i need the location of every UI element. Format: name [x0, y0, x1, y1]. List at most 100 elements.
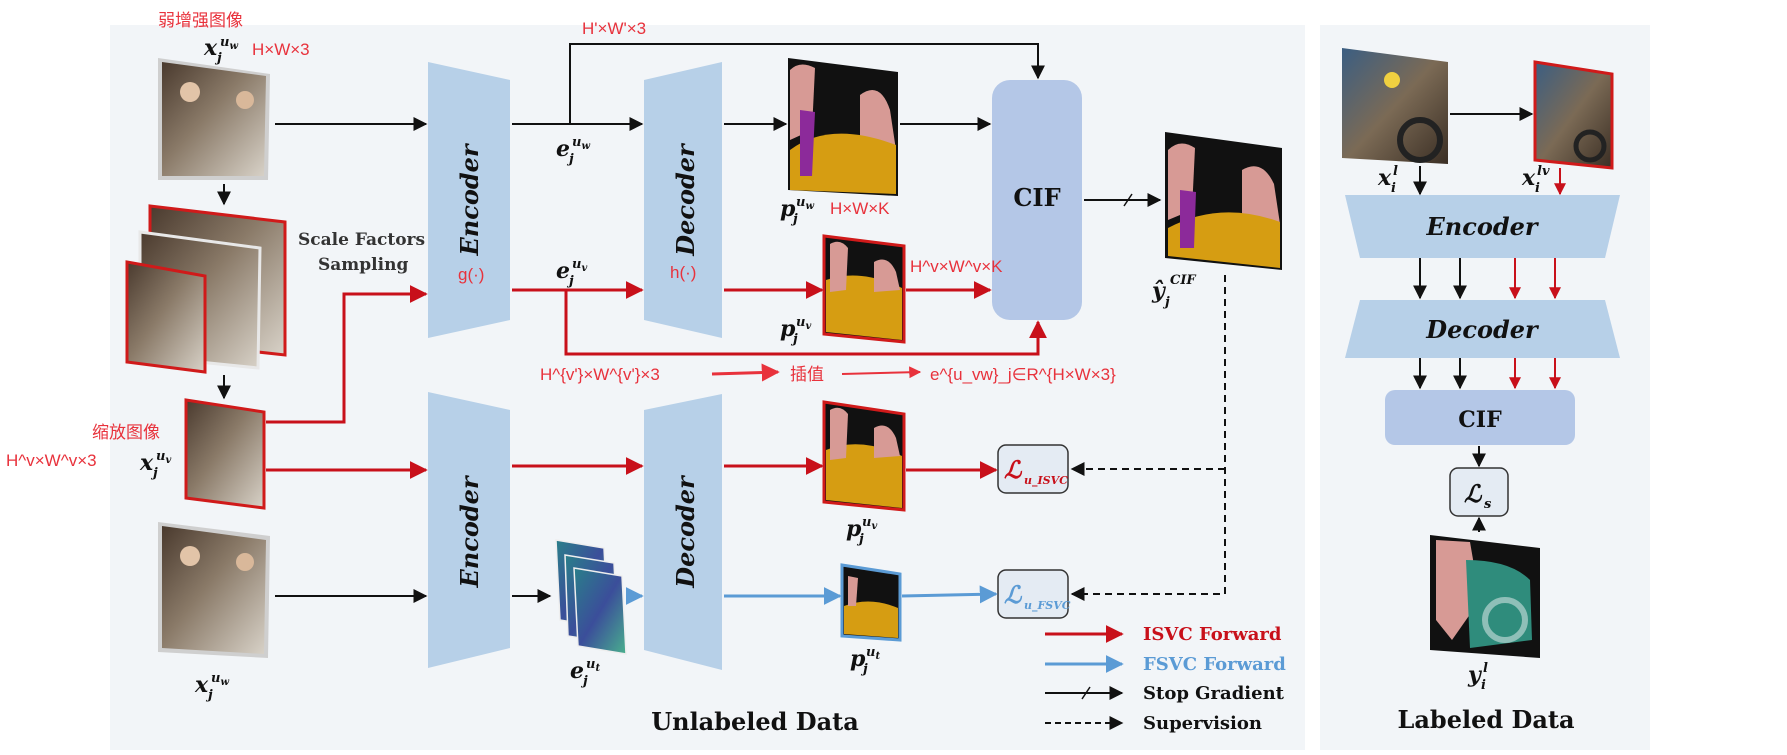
svg-text:j: j — [790, 332, 798, 347]
svg-text:x: x — [1377, 165, 1392, 191]
weak-image-label: 弱增强图像 — [158, 11, 243, 30]
pred-weak-dims: H×W×K — [830, 199, 890, 218]
math-p-ut: p jut — [850, 645, 880, 677]
svg-text:j: j — [205, 688, 213, 703]
labeled-encoder-label: Encoder — [1425, 212, 1539, 241]
svg-text:ℒ: ℒ — [1004, 455, 1023, 484]
scaled-image-label: 缩放图像 — [92, 423, 160, 442]
svg-text:l: l — [1393, 164, 1398, 179]
svg-text:x: x — [203, 35, 218, 61]
decoder-bottom-label: Decoder — [671, 474, 700, 589]
svg-text:i: i — [1391, 181, 1396, 196]
encoder-top-label: Encoder — [455, 142, 484, 256]
svg-text:u_FSVC: u_FSVC — [1024, 599, 1071, 613]
encoder-block-bottom — [428, 392, 510, 668]
svg-text:j: j — [214, 51, 222, 66]
svg-text:i: i — [1535, 181, 1540, 196]
labeled-cif-label: CIF — [1458, 407, 1502, 433]
math-p-uw: p juw — [780, 195, 814, 227]
cif-block-top — [992, 80, 1082, 320]
pred-scaled-dims: H^v×W^v×K — [910, 257, 1003, 276]
interp-arrow-1 — [711, 363, 780, 382]
svg-text:j: j — [566, 152, 574, 167]
math-x-l: x il — [1377, 164, 1398, 196]
svg-text:p: p — [780, 196, 796, 222]
loss-fsvc-symbol: ℒ u_FSVC — [1004, 580, 1071, 613]
loss-s-symbol: ℒ s — [1464, 479, 1492, 512]
svg-text:x: x — [194, 672, 209, 698]
svg-text:ŷ: ŷ — [1151, 278, 1167, 304]
unlabeled-panel-title: Unlabeled Data — [651, 707, 859, 736]
svg-text:x: x — [1521, 165, 1536, 191]
svg-text:j: j — [860, 662, 868, 677]
arrow-fsvc-mask-to-loss — [901, 585, 998, 604]
scaled-image — [184, 398, 266, 510]
labeled-decoder-block — [1345, 300, 1620, 358]
g-function-label: g(·) — [458, 265, 484, 284]
scale-sampling-line1: Scale Factors — [298, 230, 425, 250]
scaled-image-dims: H^v×W^v×3 — [6, 451, 97, 470]
labeled-cif-block — [1385, 390, 1575, 445]
svg-text:e: e — [556, 258, 570, 284]
svg-text:ℒ: ℒ — [1464, 479, 1483, 508]
svg-text:CIF: CIF — [1170, 273, 1196, 288]
svg-text:j: j — [580, 674, 588, 689]
svg-text:j: j — [150, 466, 158, 481]
loss-isvc-box — [997, 444, 1069, 494]
labeled-input-image — [1342, 48, 1448, 164]
svg-text:s: s — [1484, 497, 1492, 512]
arrow-red-bypass — [564, 290, 1047, 356]
prediction-weak-mask — [788, 58, 898, 196]
supervision-dash-main — [1070, 275, 1226, 601]
labeled-ground-truth-mask — [1430, 535, 1540, 658]
labeled-panel-title: Labeled Data — [1398, 705, 1575, 734]
stop-gradient-tick-output — [1123, 193, 1133, 207]
svg-text:j: j — [856, 532, 864, 547]
scale-factors-stack — [125, 204, 287, 374]
svg-text:x: x — [139, 450, 154, 476]
arrow-scaled-to-encoder-top — [266, 285, 428, 424]
cif-top-label: CIF — [1013, 183, 1060, 212]
interp-label: 插值 — [790, 365, 824, 384]
svg-text:p: p — [850, 646, 866, 672]
loss-fsvc-box — [997, 569, 1069, 619]
labeled-encoder-block — [1345, 195, 1620, 258]
decoder-block-top — [644, 62, 722, 338]
math-p-uv-bottom: p juv — [846, 515, 877, 547]
interp-arrow-2 — [841, 366, 922, 379]
math-y-l: y il — [1467, 661, 1488, 693]
svg-text:j: j — [566, 274, 574, 289]
legend-stop-tick — [1081, 686, 1091, 700]
svg-text:u_ISVC: u_ISVC — [1024, 474, 1068, 488]
prediction-scaled-mask-top — [822, 234, 906, 344]
h-function-label: h(·) — [670, 263, 696, 282]
cif-output-mask — [1165, 132, 1282, 270]
svg-text:p: p — [846, 516, 862, 542]
labeled-scaled-image — [1533, 60, 1614, 170]
legend-isvc-label: ISVC Forward — [1143, 624, 1282, 645]
svg-text:j: j — [1162, 295, 1170, 310]
svg-text:l: l — [1483, 661, 1488, 676]
decoder-block-bottom — [644, 394, 722, 670]
svg-text:e: e — [556, 136, 570, 162]
labeled-decoder-label: Decoder — [1425, 315, 1540, 344]
svg-text:lv: lv — [1537, 164, 1550, 179]
loss-isvc-symbol: ℒ u_ISVC — [1004, 455, 1068, 488]
prediction-fsvc-mask — [840, 563, 902, 642]
svg-text:y: y — [1467, 662, 1483, 688]
prediction-scaled-mask-bottom — [822, 400, 906, 512]
svg-text:j: j — [790, 212, 798, 227]
svg-text:ℒ: ℒ — [1004, 580, 1023, 609]
scale-sampling-line2: Sampling — [318, 255, 408, 275]
weak-augmented-image-top — [158, 58, 270, 180]
loss-s-box — [1449, 467, 1509, 517]
interp-target: e^{u_vw}_j∈R^{H×W×3} — [930, 365, 1116, 384]
encoder-bottom-label: Encoder — [455, 474, 484, 588]
arrow-top-bypass — [569, 43, 1045, 124]
math-x-lv: x i lv — [1521, 164, 1550, 196]
svg-text:e: e — [570, 658, 584, 684]
weak-augmented-image-bottom — [158, 522, 270, 658]
encoder-block-top — [428, 62, 510, 338]
